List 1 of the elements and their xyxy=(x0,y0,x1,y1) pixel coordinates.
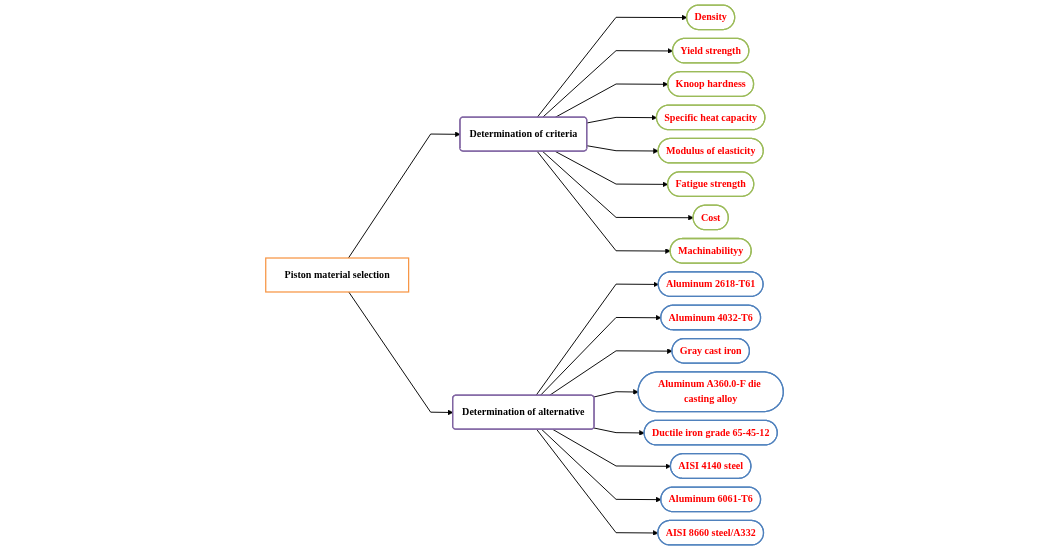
node-box: Piston material selection xyxy=(265,257,410,293)
